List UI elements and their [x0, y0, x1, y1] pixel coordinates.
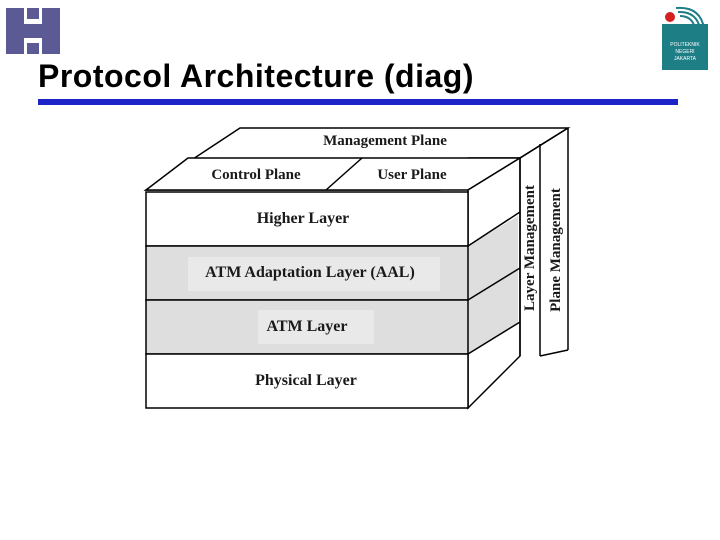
logo-text-line: POLITEKNIK [670, 42, 700, 48]
layer-row-higher [145, 191, 469, 247]
aal-label-box [188, 257, 440, 291]
atm-protocol-architecture-diagram: Management Plane Control Plane User Plan… [143, 127, 571, 410]
title-underline [38, 99, 678, 105]
organization-h-logo-icon [6, 8, 60, 54]
plane-management-label: Plane Management [548, 188, 564, 312]
control-user-plane-band [143, 157, 523, 191]
logo-text-line: NEGERI [675, 49, 694, 55]
atm-label-box [258, 310, 374, 344]
layer-row-physical [145, 353, 469, 409]
slide-title: Protocol Architecture (diag) [38, 58, 474, 94]
aal-layer-label: ATM Adaptation Layer (AAL) [205, 264, 415, 281]
politeknik-negeri-jakarta-logo-icon: POLITEKNIK NEGERI JAKARTA [662, 6, 708, 70]
control-user-divider [325, 157, 363, 191]
user-plane-label: User Plane [377, 167, 447, 183]
management-plane-label: Management Plane [323, 133, 447, 149]
logo-text-line: JAKARTA [674, 56, 697, 62]
physical-layer-label: Physical Layer [255, 372, 357, 389]
atm-layer-label: ATM Layer [266, 318, 347, 335]
control-plane-label: Control Plane [211, 167, 301, 183]
higher-layer-label: Higher Layer [257, 210, 350, 227]
layer-management-label: Layer Management [522, 185, 538, 311]
